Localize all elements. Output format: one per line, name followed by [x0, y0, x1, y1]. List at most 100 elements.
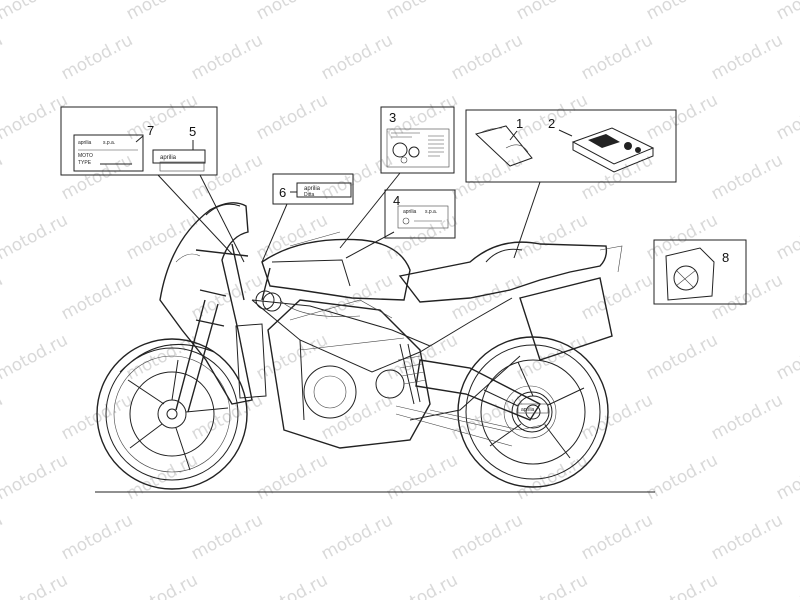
- motorcycle-drawing: aprilia: [96, 202, 623, 490]
- plate-model: MOTO: [78, 153, 93, 159]
- plate-suffix: s.p.a.: [103, 140, 115, 146]
- watermark-text: motod.ru: [643, 210, 721, 264]
- watermark-text: motod.ru: [578, 510, 656, 564]
- watermark-text: motod.ru: [253, 0, 331, 24]
- watermark-text: motod.ru: [0, 150, 6, 204]
- callout-3: 3: [389, 110, 396, 125]
- aprilia-decal-5: [152, 149, 206, 164]
- warning-sticker: [386, 128, 450, 168]
- watermark-text: motod.ru: [708, 390, 786, 444]
- watermark-text: motod.ru: [253, 450, 331, 504]
- watermark-text: motod.ru: [448, 150, 526, 204]
- leader-lines: [157, 172, 541, 263]
- watermark-text: motod.ru: [773, 0, 800, 24]
- watermark-text: motod.ru: [383, 330, 461, 384]
- watermark-text: motod.ru: [123, 570, 201, 600]
- callout-box-6: aprilia Ditta 6: [272, 173, 354, 205]
- owners-manual: [571, 127, 655, 173]
- watermark-text: motod.ru: [0, 30, 6, 84]
- watermark-text: motod.ru: [58, 270, 136, 324]
- fuel-tank: [261, 238, 411, 301]
- watermark-text: motod.ru: [578, 270, 656, 324]
- callout-5: 5: [189, 124, 196, 139]
- watermark-text: motod.ru: [318, 390, 396, 444]
- watermark-text: motod.ru: [253, 90, 331, 144]
- front-fairing: [159, 202, 253, 405]
- watermark-text: motod.ru: [383, 570, 461, 600]
- watermark-text: motod.ru: [318, 150, 396, 204]
- watermark-text: motod.ru: [383, 0, 461, 24]
- plate-brand: aprilia: [78, 140, 92, 146]
- callout-2: 2: [548, 116, 555, 131]
- watermark-text: motod.ru: [578, 30, 656, 84]
- callout-6: 6: [279, 185, 286, 200]
- watermark-text: motod.ru: [773, 210, 800, 264]
- watermark-text: motod.ru: [188, 270, 266, 324]
- watermark-text: motod.ru: [773, 330, 800, 384]
- watermark-text: motod.ru: [0, 450, 71, 504]
- watermark-text: motod.ru: [188, 30, 266, 84]
- plate-type: TYPE: [78, 160, 92, 166]
- watermark-text: motod.ru: [773, 90, 800, 144]
- front-fender: [119, 343, 215, 373]
- callout-box-1-2: 1 2: [465, 109, 677, 183]
- front-wheel: [96, 338, 248, 490]
- decal-4-suffix: s.p.a.: [425, 209, 437, 215]
- callout-box-7-5: aprilia s.p.a. MOTO TYPE 7 aprilia 5: [60, 106, 218, 176]
- front-fork: [175, 289, 227, 413]
- watermark-text: motod.ru: [773, 450, 800, 504]
- callout-box-8: 8: [653, 239, 747, 305]
- watermark-text: motod.ru: [708, 30, 786, 84]
- watermark-text: motod.ru: [0, 330, 71, 384]
- watermark-text: motod.ru: [188, 510, 266, 564]
- decal-4-brand: aprilia: [403, 209, 417, 215]
- watermark-text: motod.ru: [188, 390, 266, 444]
- watermark-text: motod.ru: [643, 0, 721, 24]
- callout-8: 8: [722, 250, 729, 265]
- drive-chain: [395, 405, 513, 447]
- watermark-text: motod.ru: [708, 150, 786, 204]
- watermark-text: motod.ru: [383, 210, 461, 264]
- watermark-text: motod.ru: [318, 510, 396, 564]
- watermark-text: motod.ru: [58, 150, 136, 204]
- watermark-text: motod.ru: [773, 570, 800, 600]
- callout-7: 7: [147, 123, 154, 138]
- watermark-text: motod.ru: [578, 390, 656, 444]
- decal-5-text: aprilia: [160, 155, 177, 161]
- callout-box-3: 3: [380, 106, 455, 174]
- callout-1: 1: [516, 116, 523, 131]
- identification-plate: [73, 134, 144, 172]
- aprilia-decal-6: [296, 182, 352, 198]
- callout-box-4: aprilia s.p.a. 4: [384, 189, 456, 239]
- seat-tail: [398, 241, 608, 303]
- watermark-text: motod.ru: [643, 570, 721, 600]
- decal-6-brand: aprilia: [304, 186, 321, 192]
- watermark-text: motod.ru: [643, 330, 721, 384]
- watermark-text: motod.ru: [0, 390, 6, 444]
- watermark-text: motod.ru: [643, 90, 721, 144]
- watermark-text: motod.ru: [253, 570, 331, 600]
- kit-bag: [665, 247, 715, 301]
- watermark-text: motod.ru: [123, 210, 201, 264]
- watermark-text: motod.ru: [0, 210, 71, 264]
- watermark-text: motod.ru: [643, 450, 721, 504]
- watermark-text: motod.ru: [513, 450, 591, 504]
- watermark-text: motod.ru: [58, 30, 136, 84]
- exhaust: [519, 277, 613, 361]
- watermark-text: motod.ru: [708, 270, 786, 324]
- watermark-text: motod.ru: [188, 150, 266, 204]
- watermark-text: motod.ru: [0, 270, 6, 324]
- wheel-decal-text: aprilia: [521, 407, 535, 413]
- watermark-text: motod.ru: [58, 510, 136, 564]
- engine: [255, 290, 431, 449]
- watermark-text: motod.ru: [0, 510, 6, 564]
- radiator: [235, 323, 267, 399]
- wheel-decal: aprilia: [517, 403, 549, 414]
- swingarm: [415, 359, 541, 421]
- watermark-text: motod.ru: [448, 30, 526, 84]
- watermark-text: motod.ru: [383, 450, 461, 504]
- callout-4: 4: [393, 193, 400, 208]
- watermark-text: motod.ru: [513, 0, 591, 24]
- watermark-text: motod.ru: [318, 30, 396, 84]
- watermark-text: motod.ru: [513, 210, 591, 264]
